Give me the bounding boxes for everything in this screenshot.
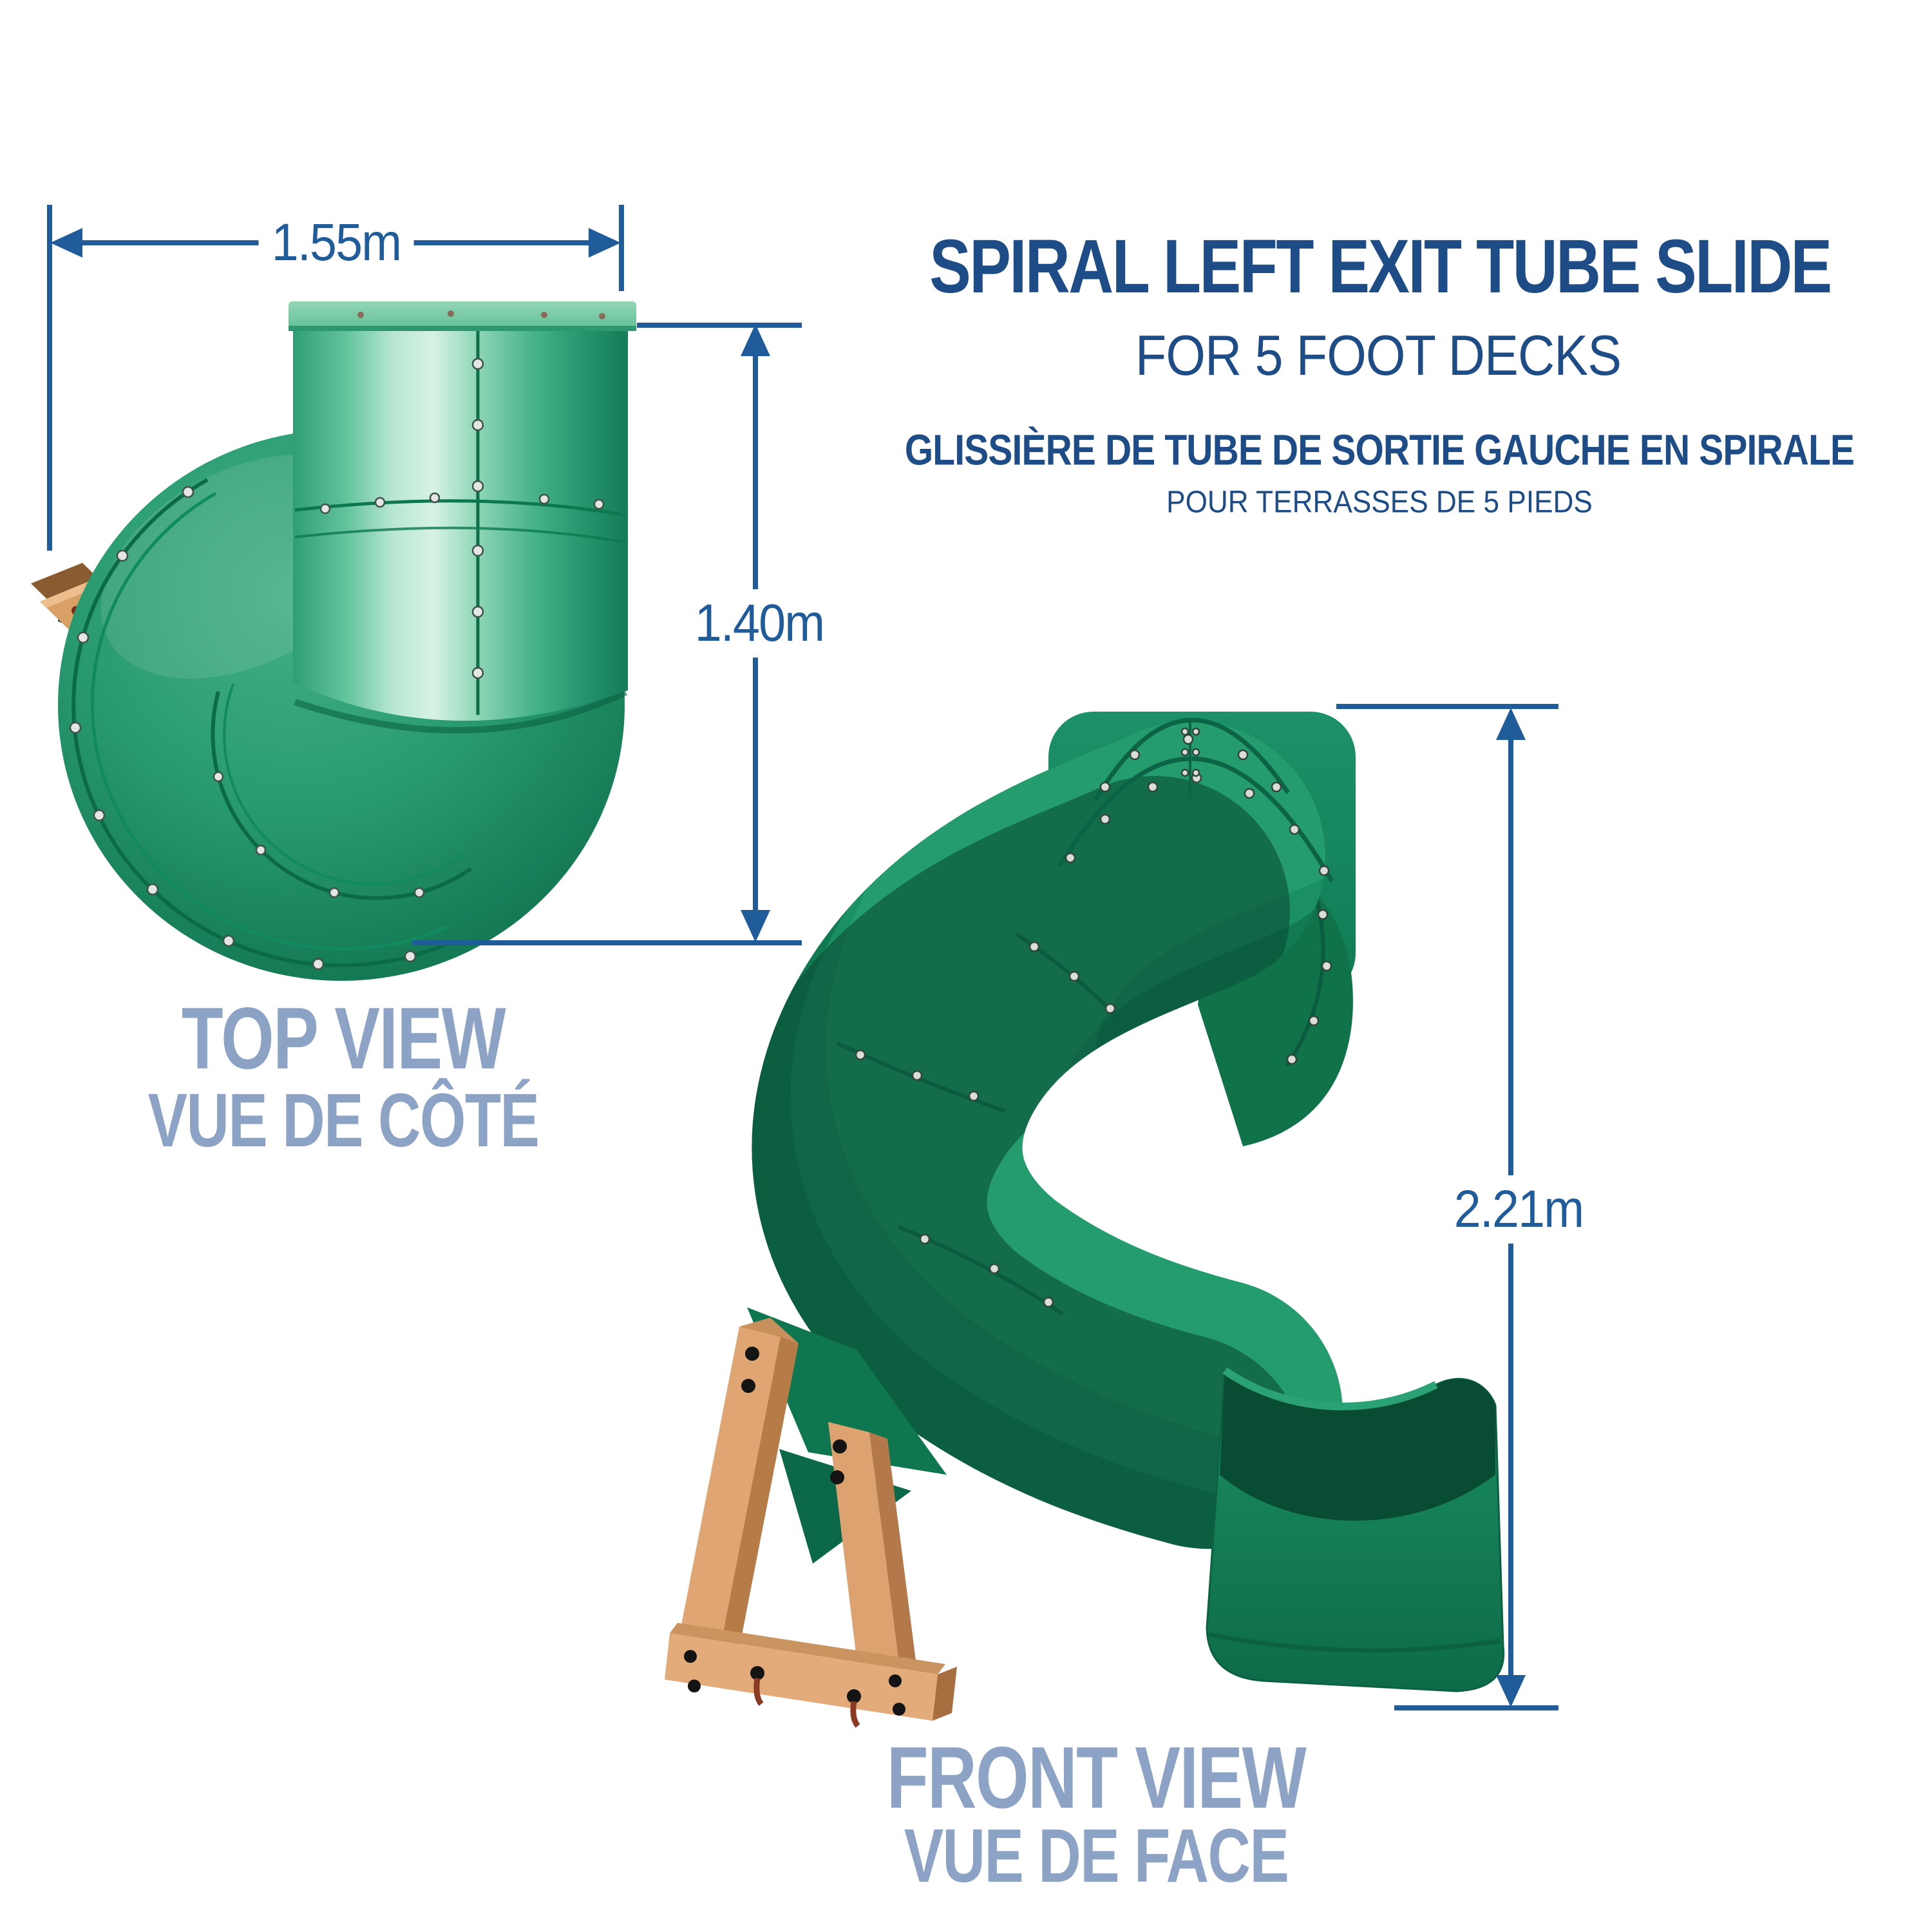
entrance-tube	[293, 322, 628, 721]
top-view-label: TOP VIEW	[181, 989, 506, 1087]
front-view-illustration	[665, 621, 1505, 1728]
front-view-label-french: VUE DE FACE	[904, 1814, 1289, 1899]
tube-shading	[716, 621, 1417, 1604]
page-title-french: GLISSIÈRE DE TUBE DE SORTIE GAUCHE EN SP…	[904, 426, 1855, 475]
top-view-illustration	[31, 301, 636, 981]
tube-top-cap	[289, 301, 636, 331]
rivets	[69, 486, 425, 971]
tube-rivets	[319, 357, 605, 679]
front-view-label: FRONT VIEW	[886, 1728, 1307, 1826]
front-view-height-dimension: 2.21m	[1441, 1175, 1596, 1244]
top-view-height-dimension: 1.40m	[681, 589, 837, 658]
wood-a-frame	[665, 1318, 957, 1728]
exit-chute	[1206, 1367, 1505, 1692]
page-subtitle-french: POUR TERRASSES DE 5 PIEDS	[1166, 485, 1593, 520]
top-view-label-french: VUE DE CÔTÉ	[147, 1078, 540, 1163]
dimension-arrowheads	[50, 228, 1526, 1707]
front-rivets	[855, 727, 1332, 1308]
frame-bolts	[684, 1347, 905, 1716]
eye-bolts	[750, 1666, 861, 1728]
top-view-width-dimension: 1.55m	[258, 209, 414, 277]
cap-screws	[357, 310, 605, 319]
page-subtitle: FOR 5 FOOT DECKS	[1135, 323, 1622, 387]
page-title: SPIRAL LEFT EXIT TUBE SLIDE	[929, 224, 1832, 309]
